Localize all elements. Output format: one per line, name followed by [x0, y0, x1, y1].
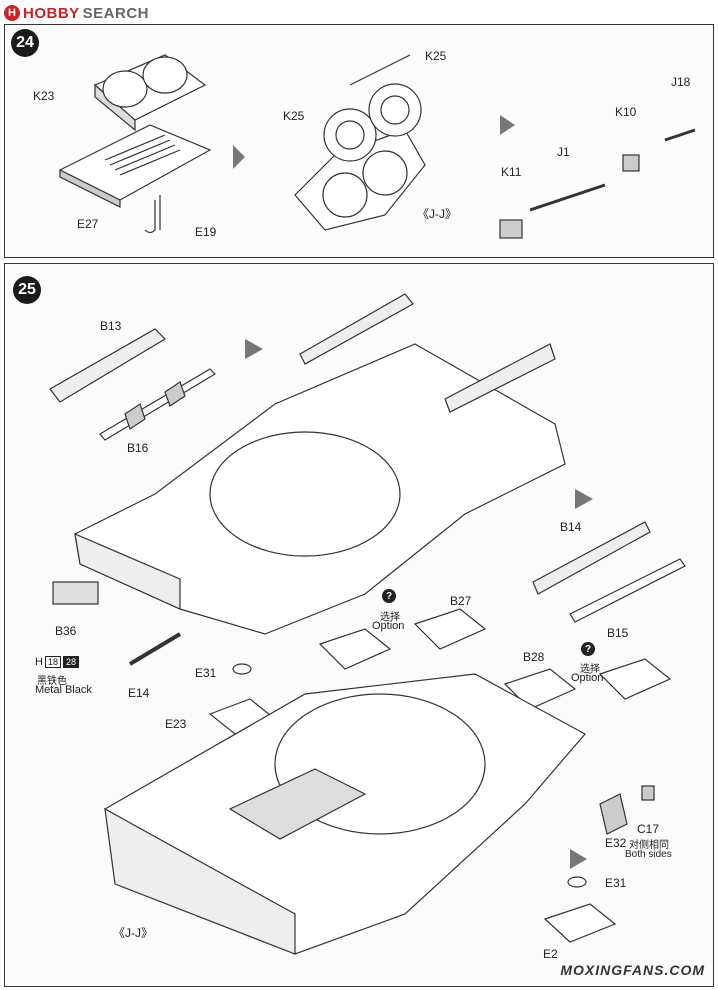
- e32-part: [599, 793, 628, 835]
- right-rail-part: [444, 343, 556, 413]
- label-e23b: E2: [543, 947, 558, 961]
- label-c17: C17: [637, 822, 660, 836]
- hobbysearch-watermark: H HOBBY SEARCH: [4, 2, 149, 24]
- step-25-panel: 25: [4, 263, 714, 987]
- label-option-cn-1: 选择: [380, 612, 400, 623]
- label-jj-24: 《J-J》: [417, 207, 457, 221]
- label-k25-a: K25: [425, 49, 447, 63]
- label-b36: B36: [55, 624, 77, 638]
- step24-arrow-2: [500, 115, 515, 135]
- step24-arrow-1: [233, 145, 245, 169]
- label-e31: E31: [195, 666, 217, 680]
- label-k10: K10: [615, 105, 637, 119]
- label-jj-25: 《J-J》: [113, 926, 153, 940]
- label-e27: E27: [77, 217, 99, 231]
- e27-part: [58, 124, 212, 208]
- label-b13: B13: [100, 319, 122, 333]
- option-question-icon-2: ?: [581, 642, 595, 656]
- label-both-sides-en: Both sides: [625, 849, 672, 860]
- moxingfans-watermark: MOXINGFANS.COM: [560, 962, 705, 978]
- k23-part: [93, 54, 207, 132]
- e14-part: [128, 632, 182, 666]
- label-k11: K11: [501, 165, 522, 179]
- label-e14: E14: [128, 686, 150, 700]
- label-e32: E32: [605, 836, 627, 850]
- label-j18: J18: [671, 75, 691, 89]
- label-b28: B28: [523, 650, 545, 664]
- label-b15: B15: [607, 626, 629, 640]
- label-j1: J1: [557, 145, 570, 159]
- b13-b16-parts: [49, 328, 216, 441]
- label-e23: E23: [165, 717, 187, 731]
- e31-part: [232, 663, 252, 675]
- upper-hull: [74, 343, 566, 635]
- step-25-badge: 25: [13, 276, 41, 304]
- label-paint-en: Metal Black: [35, 684, 92, 696]
- top-rail-part: [299, 293, 414, 365]
- label-option-cn-2: 选择: [580, 664, 600, 675]
- label-e31b: E31: [605, 876, 627, 890]
- label-b16: B16: [127, 441, 149, 455]
- option-question-icon-1: ?: [382, 589, 396, 603]
- label-e19: E19: [195, 225, 217, 239]
- step-24-drawing: [58, 54, 696, 239]
- option-plates-left: [318, 608, 487, 670]
- step-24-panel: 24: [4, 24, 714, 258]
- e23b-part: [543, 903, 617, 943]
- step25-arrow-2: [575, 489, 593, 509]
- j1-assembly: [499, 128, 696, 239]
- label-option-en-1: Option: [372, 620, 405, 632]
- label-k23: K23: [33, 89, 55, 103]
- e31b-part: [567, 876, 587, 888]
- label-b14: B14: [560, 520, 582, 534]
- step25-arrow-3: [570, 849, 587, 869]
- watermark-brand-a: HOBBY: [23, 4, 80, 22]
- watermark-brand-b: SEARCH: [82, 4, 150, 22]
- hobbysearch-logo-icon: H: [4, 5, 20, 21]
- lower-hull: [104, 673, 586, 955]
- label-paint-cn: 黑铁色: [37, 676, 67, 687]
- step25-arrow-1: [245, 339, 263, 359]
- step-25-drawing: [49, 293, 686, 955]
- option-plates-right: [503, 658, 672, 710]
- step-24-badge: 24: [11, 29, 39, 57]
- paint-number-2: 28: [62, 656, 79, 668]
- j-j-assembly: [294, 54, 426, 231]
- label-option-en-2: Option: [571, 672, 604, 684]
- c17-part: [641, 785, 655, 801]
- paint-code: H 18 28: [35, 656, 79, 668]
- b36-part: [52, 581, 99, 605]
- label-k25-b: K25: [283, 109, 305, 123]
- e19-part: [144, 200, 156, 234]
- label-both-sides-cn: 对侧相同: [629, 840, 669, 851]
- b14-b15-parts: [532, 521, 686, 623]
- label-b27: B27: [450, 594, 472, 608]
- paint-number-1: 18: [44, 656, 61, 668]
- paint-h-letter: H: [35, 656, 43, 668]
